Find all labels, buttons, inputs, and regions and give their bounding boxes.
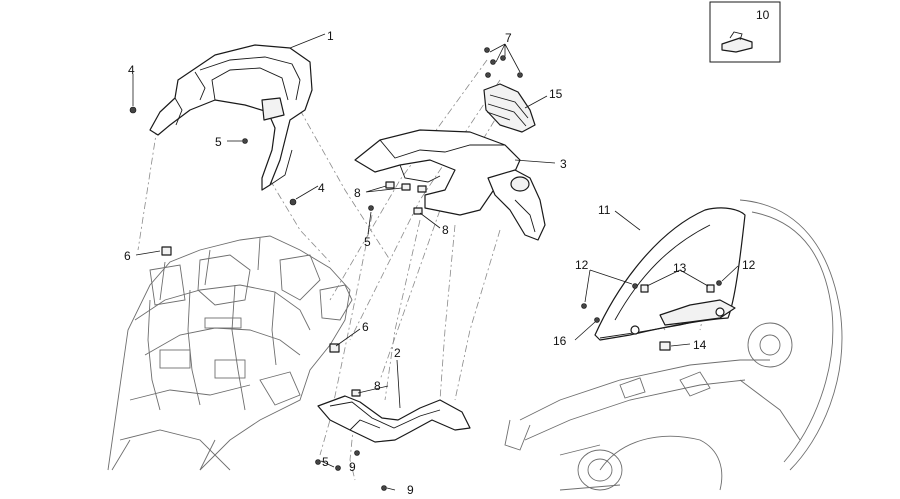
callout-15: 15 [549, 87, 563, 101]
callout-8-bottom: 8 [374, 379, 381, 393]
callout-8-top: 8 [354, 186, 361, 200]
part-3-license-holder[interactable] [354, 129, 546, 241]
assembly-guide-lines [137, 59, 711, 481]
callout-8-mid: 8 [442, 223, 449, 237]
callout-13: 13 [673, 261, 687, 275]
callout-9-bottom: 9 [407, 483, 414, 497]
callout-12-left: 12 [575, 258, 589, 272]
callout-labels: 1 2 3 4 4 5 5 5 6 6 7 8 8 8 9 9 10 11 12… [124, 8, 770, 497]
callout-4-top: 4 [128, 63, 135, 77]
rear-subframe-background [107, 235, 353, 471]
inset-box-part-10 [709, 1, 781, 63]
callout-9-left: 9 [349, 460, 356, 474]
callout-4-mid: 4 [318, 181, 325, 195]
part-1-tail-cover[interactable] [149, 44, 313, 191]
hardware-screws [129, 47, 722, 491]
callout-16: 16 [553, 334, 567, 348]
callout-6-left: 6 [124, 249, 131, 263]
callout-11: 11 [598, 203, 611, 217]
part-2-plate-bracket[interactable] [317, 395, 471, 443]
swingarm-wheel-background [504, 199, 843, 491]
callout-5-top: 5 [215, 135, 222, 149]
part-11-rear-hugger[interactable] [594, 207, 746, 341]
leader-lines [132, 33, 739, 491]
callout-1: 1 [327, 29, 334, 43]
callout-6-right: 6 [362, 320, 369, 334]
callout-2: 2 [394, 346, 401, 360]
callout-5-mid: 5 [364, 235, 371, 249]
callout-12-right: 12 [742, 258, 756, 272]
callout-14: 14 [693, 338, 707, 352]
part-15-rear-light[interactable] [483, 83, 536, 133]
callout-3: 3 [560, 157, 567, 171]
callout-5-bottom: 5 [322, 455, 329, 469]
callout-7: 7 [505, 31, 512, 45]
callout-10: 10 [756, 8, 770, 22]
